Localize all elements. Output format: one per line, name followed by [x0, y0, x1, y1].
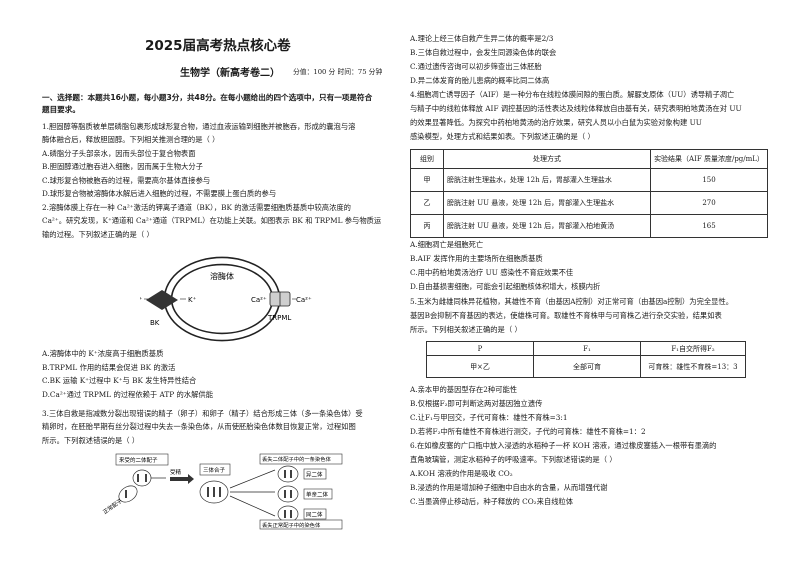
q4-cell: 膀胱注射生理盐水，处理 12h 后，胃部灌入生理盐水 [443, 168, 651, 192]
q4-header-group: 组别 [410, 149, 444, 169]
section-heading-cont: 题目要求。 [42, 105, 80, 114]
fertilization-label: 受精 [170, 468, 182, 476]
q4-cell: 165 [650, 214, 768, 238]
gamete-label: 来受的二体配子 [119, 456, 158, 464]
q5-table-header: P F₁ F₁自交所得F₂ [426, 341, 746, 356]
q1-option-d: D.球形复合物被溶酶体水解后进入细胞的过程，不需要膜上蛋白质的参与 [42, 189, 277, 198]
q4-cell: 膀胱注射 UU 悬液，处理 12h 后，胃部灌入柏地黄汤 [443, 214, 651, 238]
q3-option-d: D.异二体发育的胎儿患病的概率比同二体高 [410, 76, 550, 85]
q5-table: P F₁ F₁自交所得F₂ 甲×乙 全部可育 可育株：雄性不育株=13：3 [426, 341, 746, 378]
q4-header-result: 实验结果（AIF 质量浓度/pg/mL） [650, 149, 768, 169]
q2-option-b: B.TRPML 作用的结果会促进 BK 的激活 [42, 363, 176, 372]
exam-subtitle: 生物学（新高考卷二） [180, 68, 280, 79]
q4-table-header: 组别 处理方式 实验结果（AIF 质量浓度/pg/mL） [410, 149, 768, 169]
q3-stem-end: 所示。下列叙述错误的是（ ） [42, 436, 140, 445]
lost-from-parent-label: 丢失二体配子中的一条染色体 [262, 455, 332, 463]
q4-cell: 150 [650, 168, 768, 192]
normal-gamete-label: 正常配子 [101, 496, 124, 515]
q4-cell: 甲 [410, 168, 444, 192]
section-heading: 一、选择题：本题共16小题，每小题3分，共48分。在每小题给出的四个选项中，只有… [42, 93, 373, 102]
q3-option-c: C.通过遗传咨询可以初步筛查出三体胚胎 [410, 62, 542, 71]
q5-stem: 5.玉米为雌雄同株异花植物，其雄性不育（由基因A控制）对正常可育（由基因a控制）… [410, 297, 734, 306]
q4-option-a: A.细胞凋亡是细胞死亡 [410, 240, 484, 249]
q3-option-a: A.理论上经三体自救产生异二体的概率是2/3 [410, 34, 554, 43]
q5-header-p: P [426, 341, 534, 356]
q4-cell: 膀胱注射 UU 悬液，处理 12h 后，胃部灌入生理盐水 [443, 191, 651, 215]
q4-stem-4: 感染模型，处理方式和结果如表。下列叙述正确的是（ ） [410, 132, 595, 141]
q5-header-f1: F₁ [533, 341, 641, 356]
q5-cell: 可育株：雄性不育株=13：3 [640, 355, 746, 378]
q1-stem: 1.胆固醇等脂质被单层磷脂包裹形成球形复合物，通过血液运输到细胞并被胞吞，形成的… [42, 122, 356, 131]
q4-option-d: D.自由基损害细胞，可能会引起细胞核体积增大，核膜内折 [410, 282, 601, 291]
trpml-label: TRPML [267, 314, 291, 322]
q5-option-b: B.仅根据F₂即可判断这两对基因独立遗传 [410, 399, 543, 408]
q5-option-a: A.亲本甲的基因型存在2种可能性 [410, 385, 518, 394]
table-row: 甲×乙 全部可育 可育株：雄性不育株=13：3 [426, 355, 746, 378]
k-in-label: K⁺ [188, 296, 197, 304]
uniparental-disomy-label: 单亲二体 [306, 491, 329, 499]
q4-stem-2: 与精子中的线粒体释放 AIF 调控基因的活性表达及线粒体释放自由基有关，研究表明… [410, 104, 742, 113]
k-out-label: K⁺ [140, 296, 143, 304]
q6-stem: 6.在如橡皮塞的广口瓶中放入浸透的水稻种子一杯 KOH 溶液，通过橡皮塞插入一根… [410, 441, 717, 450]
trisomy-rescue-diagram: 来受的二体配子 正常配子 受精 三体合子 丢失二体配子中的一条染色体 [101, 453, 343, 530]
q6-option-b: B.浸透的作用是增加种子细胞中自由水的含量，从而增强代谢 [410, 483, 608, 492]
q2-option-a: A.溶酶体中的 K⁺浓度高于细胞质基质 [42, 349, 164, 358]
q1-option-c: C.球形复合物被胞吞的过程，需要高尔基体直接参与 [42, 176, 211, 185]
q6-stem-2: 直角玻璃管，测定水稻种子的呼吸速率。下列叙述错误的是（ ） [410, 455, 617, 464]
q5-cell: 甲×乙 [426, 355, 534, 378]
exam-meta: 分值：100 分 时间：75 分钟 [293, 68, 383, 76]
q2-stem-cont: Ca²⁺。研究发现，K⁺通道和 Ca²⁺通道（TRPML）在功能上关联。如图表示… [42, 216, 382, 225]
q4-cell: 270 [650, 191, 768, 215]
bk-channel [146, 290, 178, 310]
q3-stem: 3.三体自救是指减数分裂出现错误的精子（卵子）和卵子（精子）结合形成三体（多一条… [42, 409, 363, 418]
q6-option-a: A.KOH 溶液的作用是吸收 CO₂ [410, 469, 513, 478]
exam-title: 2025届高考热点核心卷 [145, 38, 291, 54]
q1-option-b: B.胆固醇通过胞吞进入细胞，因而属于生物大分子 [42, 162, 203, 171]
lost-from-normal-label: 丢失正常配子中的染色体 [262, 521, 321, 529]
q2-option-c: C.BK 运输 K⁺过程中 K⁺与 BK 发生特异性结合 [42, 376, 197, 385]
table-row: 甲 膀胱注射生理盐水，处理 12h 后，胃部灌入生理盐水 150 [410, 168, 768, 192]
q4-stem: 4.细胞凋亡诱导因子（AIF）是一种分布在线粒体膜间隙的蛋白质。解脲支原体（UU… [410, 90, 735, 99]
q5-stem-3: 所示。下列相关叙述正确的是（ ） [410, 325, 522, 334]
table-row: 乙 膀胱注射 UU 悬液，处理 12h 后，胃部灌入生理盐水 270 [410, 191, 768, 215]
ca-out-label: Ca²⁺ [296, 296, 312, 304]
q3-option-b: B.三体自救过程中，会发生同源染色体的联会 [410, 48, 557, 57]
q4-stem-3: 的效果显著降低。为探究中药柏地黄汤的治疗效果，研究人员以小白鼠为实验对象构建 U… [410, 118, 702, 127]
q5-stem-2: 基因B会抑制不育基因的表达，使雄株可育。取雄性不育株甲与可育株乙进行杂交实验，结… [410, 311, 722, 320]
q4-table: 组别 处理方式 实验结果（AIF 质量浓度/pg/mL） 甲 膀胱注射生理盐水，… [410, 149, 768, 238]
q5-option-d: D.若将F₂中所有雄性不育株进行测交，子代的可育株：雄性不育株=1：2 [410, 427, 646, 436]
q2-stem-end: 输的过程。下列叙述正确的是（ ） [42, 230, 154, 239]
trisomy-zygote-label: 三体合子 [203, 466, 226, 474]
q4-option-c: C.用中药柏地黄汤治疗 UU 感染性不育症效果不佳 [410, 268, 574, 277]
q3-stem-cont: 精卵时，在胚胎早期有丝分裂过程中失去一条染色体，从而使胚胎染色体数目恢复正常，过… [42, 422, 356, 431]
q4-option-b: B.AIF 发挥作用的主要场所在细胞质基质 [410, 254, 543, 263]
hetero-disomy-label: 异二体 [306, 471, 323, 479]
q1-stem-cont: 酶体融合后，释放胆固醇。下列相关推测合理的是（ ） [42, 135, 220, 144]
q2-option-d: D.Ca²⁺通过 TRPML 的过程依赖于 ATP 的水解供能 [42, 390, 213, 399]
q1-option-a: A.磷脂分子头部亲水，因而头部位于复合物表面 [42, 149, 196, 158]
table-row: 丙 膀胱注射 UU 悬液，处理 12h 后，胃部灌入柏地黄汤 165 [410, 214, 768, 238]
lysosome-diagram: 溶酶体 K⁺ K⁺ Ca²⁺ Ca²⁺ BK TRPML [140, 256, 312, 342]
q5-cell: 全部可育 [533, 355, 641, 378]
iso-disomy-label: 同二体 [306, 511, 323, 519]
bk-label: BK [150, 319, 160, 327]
q4-cell: 乙 [410, 191, 444, 215]
q5-option-c: C.让F₁与甲回交，子代可育株：雄性不育株=3:1 [410, 413, 568, 422]
q4-header-treatment: 处理方式 [443, 149, 651, 169]
q5-header-f2: F₁自交所得F₂ [640, 341, 746, 356]
lysosome-label: 溶酶体 [210, 271, 234, 281]
q6-option-c: C.当墨滴停止移动后，种子释放的 CO₂来自线粒体 [410, 497, 574, 506]
ca-in-label: Ca²⁺ [251, 296, 267, 304]
q4-cell: 丙 [410, 214, 444, 238]
q2-stem: 2.溶酶体膜上存在一种 Ca²⁺激活的钾离子通道（BK），BK 的激活需要细胞质… [42, 203, 351, 212]
